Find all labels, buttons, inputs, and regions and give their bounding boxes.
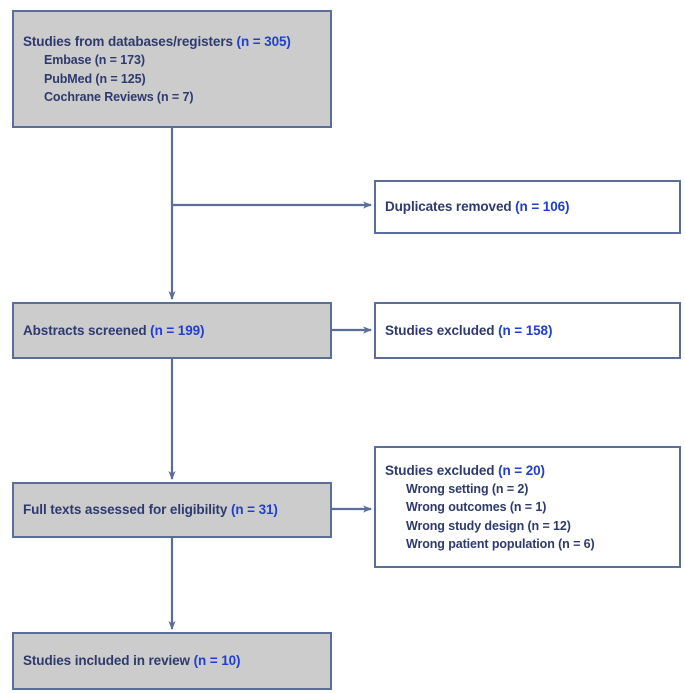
excluded-fulltext-sub-design: Wrong study design (n = 12) (406, 518, 571, 533)
fulltext-label-line: Full texts assessed for eligibility (n =… (23, 500, 321, 519)
identification-sub-pubmed: PubMed (n = 125) (44, 71, 146, 86)
excluded-abstracts-label-line: Studies excluded (n = 158) (385, 321, 670, 340)
screened-count: (n = 199) (150, 322, 205, 338)
excluded-fulltext-count: (n = 20) (498, 463, 545, 479)
excluded-abstracts-label: Studies excluded (385, 322, 495, 338)
excluded-fulltext-sub-setting: Wrong setting (n = 2) (406, 482, 529, 497)
duplicates-count: (n = 106) (515, 199, 570, 215)
node-duplicates-removed: Duplicates removed (n = 106) (374, 180, 681, 234)
included-label-line: Studies included in review (n = 10) (23, 651, 321, 670)
duplicates-label-line: Duplicates removed (n = 106) (385, 197, 670, 216)
node-full-texts-assessed: Full texts assessed for eligibility (n =… (12, 482, 332, 538)
identification-sub-embase: Embase (n = 173) (44, 53, 145, 68)
duplicates-label: Duplicates removed (385, 199, 512, 215)
included-label: Studies included in review (23, 653, 190, 669)
screened-label: Abstracts screened (23, 322, 147, 338)
node-studies-excluded-abstracts: Studies excluded (n = 158) (374, 302, 681, 359)
excluded-fulltext-sub-population: Wrong patient population (n = 6) (406, 536, 595, 551)
node-studies-included: Studies included in review (n = 10) (12, 632, 332, 690)
excluded-fulltext-label: Studies excluded (385, 463, 495, 479)
fulltext-count: (n = 31) (230, 502, 278, 518)
identification-label: Studies from databases/registers (23, 34, 233, 50)
node-identification: Studies from databases/registers (n = 30… (12, 10, 332, 128)
screened-label-line: Abstracts screened (n = 199) (23, 321, 321, 340)
excluded-fulltext-label-line: Studies excluded (n = 20) (385, 461, 670, 480)
included-count: (n = 10) (193, 653, 241, 669)
excluded-fulltext-sub-outcomes: Wrong outcomes (n = 1) (406, 500, 547, 515)
node-studies-excluded-fulltext: Studies excluded (n = 20) Wrong setting … (374, 446, 681, 568)
excluded-abstracts-count: (n = 158) (498, 322, 553, 338)
identification-sub-cochrane: Cochrane Reviews (n = 7) (44, 89, 194, 104)
identification-label-line: Studies from databases/registers (n = 30… (23, 32, 321, 51)
identification-count: (n = 305) (236, 34, 291, 50)
node-abstracts-screened: Abstracts screened (n = 199) (12, 302, 332, 359)
fulltext-label: Full texts assessed for eligibility (23, 502, 228, 518)
